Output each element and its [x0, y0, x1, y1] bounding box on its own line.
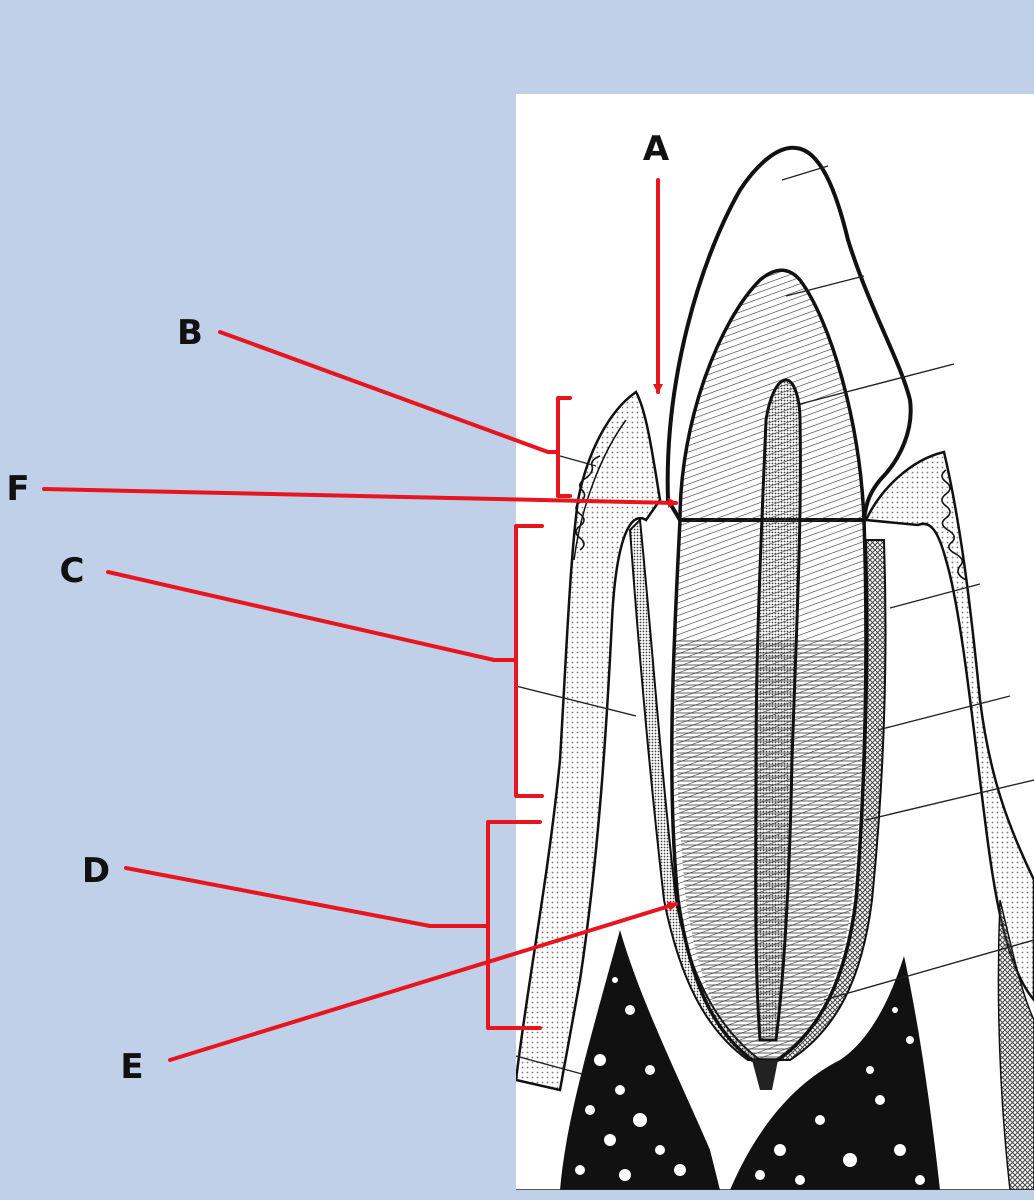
right-rete-pegs — [941, 469, 967, 581]
label-d: D — [82, 851, 110, 891]
label-a: A — [643, 129, 670, 169]
left-gingiva-epithelium — [573, 419, 627, 561]
bone-trabeculae-right — [755, 1007, 925, 1185]
label-c: C — [60, 551, 85, 591]
left-gingiva — [516, 390, 662, 1092]
alveolar-bone-right — [730, 956, 940, 1190]
leader-d — [124, 866, 432, 928]
right-periosteum — [997, 899, 1034, 1190]
bracket-d — [428, 820, 542, 1030]
leader-b — [218, 330, 550, 454]
root-apex — [752, 1060, 778, 1090]
label-f: F — [6, 469, 29, 509]
right-gingiva — [864, 450, 1034, 1002]
bracket-c — [492, 524, 544, 798]
leader-lines — [516, 165, 1034, 1190]
pulp — [754, 378, 802, 1042]
leader-c — [106, 570, 496, 662]
left-periodontal-ligament — [628, 517, 763, 1061]
label-e: E — [120, 1047, 143, 1087]
bone-trabeculae-left — [575, 977, 686, 1181]
alveolar-bone-left — [560, 930, 720, 1190]
arrow-e — [168, 901, 678, 1062]
label-b: B — [177, 313, 203, 353]
arrow-f — [42, 487, 678, 508]
